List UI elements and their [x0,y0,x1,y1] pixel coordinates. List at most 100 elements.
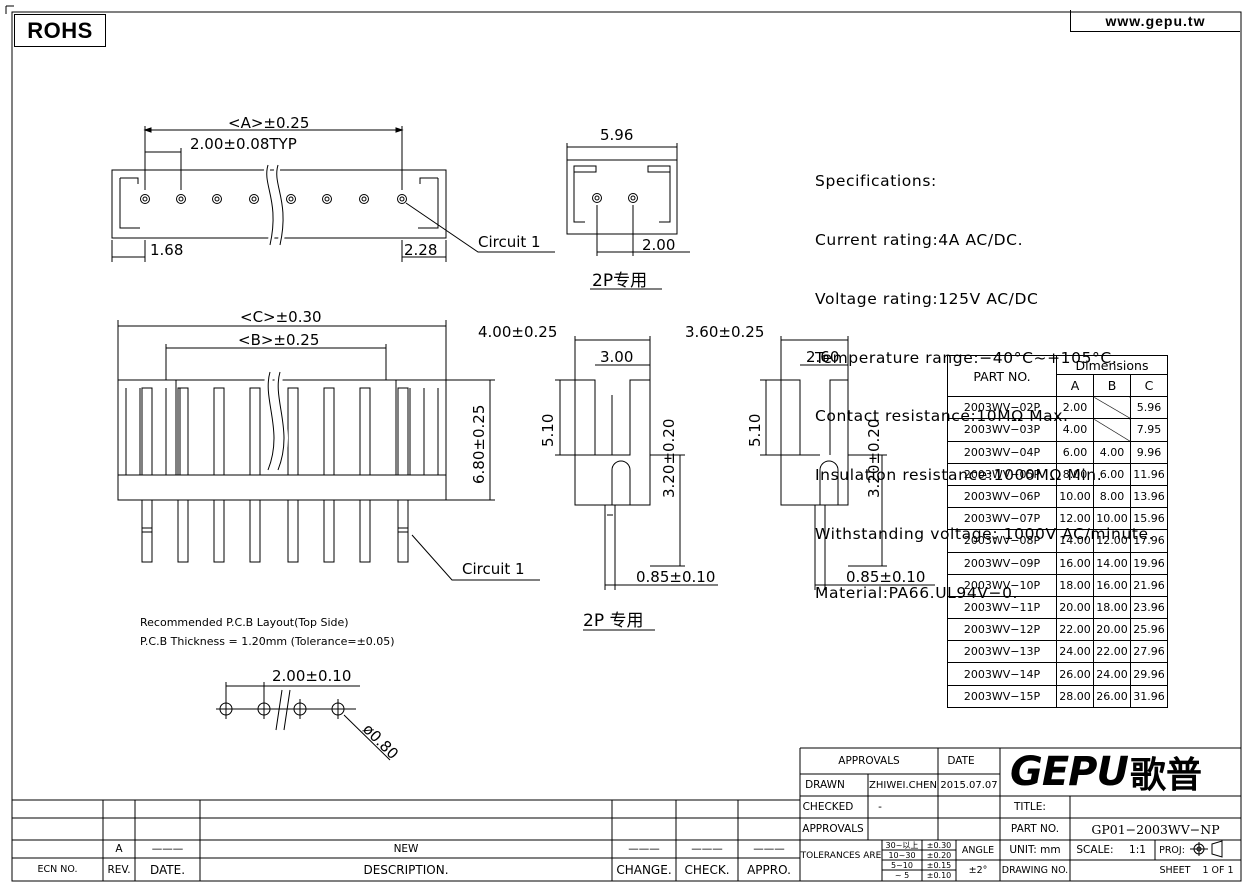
dimension-cell: 15.96 [1130,507,1168,531]
part-number-cell: 2003WV−07P [947,507,1057,531]
dimension-cell: 18.00 [1093,595,1131,620]
part-label: PART NO. [1010,823,1060,835]
scale-label: SCALE: [1076,844,1114,856]
date-header: DATE [947,755,975,767]
drawn-date: 2015.07.07 [940,779,998,791]
col-a-header: A [1056,373,1094,398]
top-view-pins [140,194,407,204]
rev-date-dash: ——— [151,843,184,855]
dimension-cell: 24.00 [1093,662,1131,686]
rev-appro-dash: ——— [753,843,785,855]
part-number-cell: 2003WV−03P [947,418,1057,442]
end-view-top [566,143,690,290]
title-label: TITLE: [1014,801,1046,813]
circuit-label-front: Circuit 1 [462,560,525,578]
pcb-layout [216,682,391,761]
spec-current: Current rating:4A AC/DC. [815,230,1024,249]
dimension-cell: 31.96 [1130,684,1168,708]
tol-value-4: ±0.10 [926,870,952,880]
side2-pin: 0.85±0.10 [846,568,925,586]
dimension-cell: 19.96 [1130,551,1168,575]
end-caption: 2P专用 [592,271,647,291]
unit-label: UNIT: mm [1009,844,1061,856]
part-number-cell: 2003WV−13P [947,640,1057,664]
dimension-cell: 4.00 [1056,418,1094,442]
approvals-header: APPROVALS [838,755,900,767]
dimension-cell: 16.00 [1056,551,1094,575]
pcb-hole: ø0.80 [359,720,402,763]
end-width-label: 5.96 [600,126,633,144]
dimension-cell [1093,396,1131,420]
part-number-cell: 2003WV−14P [947,662,1057,686]
checked-by: - [878,801,882,813]
part-number-cell: 2003WV−08P [947,529,1057,553]
dimension-cell: 21.96 [1130,573,1168,597]
dimension-cell: 5.96 [1130,396,1168,420]
rev-value: A [115,843,123,855]
dimension-cell: 6.00 [1093,462,1131,486]
part-number-cell: 2003WV−09P [947,551,1057,575]
part-number-cell: 2003WV−05P [947,462,1057,486]
side1-width: 4.00±0.25 [478,323,557,341]
checked-label: CHECKED [802,801,854,813]
drawn-by: ZHIWEI.CHEN [869,779,937,791]
side1-height: 5.10 [539,414,557,447]
dim-b-label: <B>±0.25 [238,331,319,349]
col-part-header: PART NO. [947,354,1057,398]
part-value: GP01−2003WV−NP [1091,821,1220,837]
side-caption: 2P 专用 [583,611,643,631]
col-b-header: B [1093,373,1131,398]
spec-voltage: Voltage rating:125V AC/DC [815,289,1039,308]
part-number-cell: 2003WV−02P [947,396,1057,420]
tolerances-label: TOLERANCES ARE [800,851,882,861]
hdr-description: DESCRIPTION. [363,862,449,877]
specifications-block: Specifications: Current rating:4A AC/DC.… [815,133,1154,623]
angle-label: ANGLE [961,844,995,856]
dimension-cell: 25.96 [1130,618,1168,642]
dimension-cell: 23.96 [1130,595,1168,620]
tol-value-3: ±0.15 [926,860,952,870]
side2-pin-height: 3.20±0.20 [865,419,883,498]
pitch-label: 2.00±0.08TYP [190,135,297,153]
tol-value-2: ±0.20 [926,850,952,860]
website-label: www.gepu.tw [1070,10,1240,32]
dimension-cell: 10.00 [1093,507,1131,531]
drawing-no-label: DRAWING NO. [1001,865,1069,876]
tol-range-2: 10~30 [888,850,916,860]
col-c-header: C [1130,373,1168,398]
side2-width: 3.60±0.25 [685,323,764,341]
dimension-cell: 22.00 [1056,618,1094,642]
dimension-cell: 8.00 [1056,462,1094,486]
height-label: 6.80±0.25 [470,405,488,484]
pcb-note-2: P.C.B Thickness = 1.20mm (Tolerance=±0.0… [140,635,395,648]
dimension-cell: 9.96 [1130,440,1168,464]
top-view [111,126,555,262]
dimension-cell [1093,418,1131,442]
dim-c-label: <C>±0.30 [240,308,322,326]
dimension-cell: 17.96 [1130,529,1168,553]
dimension-cell: 27.96 [1130,640,1168,664]
dimension-cell: 7.95 [1130,418,1168,442]
end-pitch-label: 2.00 [642,236,675,254]
dimension-cell: 16.00 [1093,573,1131,597]
dimension-cell: 20.00 [1056,595,1094,620]
part-number-cell: 2003WV−04P [947,440,1057,464]
hdr-appro: APPRO. [747,862,791,877]
tol-range-3: 5~10 [891,860,913,870]
dim-a-label: <A>±0.25 [228,114,309,132]
dimension-cell: 29.96 [1130,662,1168,686]
rev-check-dash: ——— [691,843,723,855]
dimension-cell: 12.00 [1056,507,1094,531]
left-offset-label: 1.68 [150,241,183,259]
